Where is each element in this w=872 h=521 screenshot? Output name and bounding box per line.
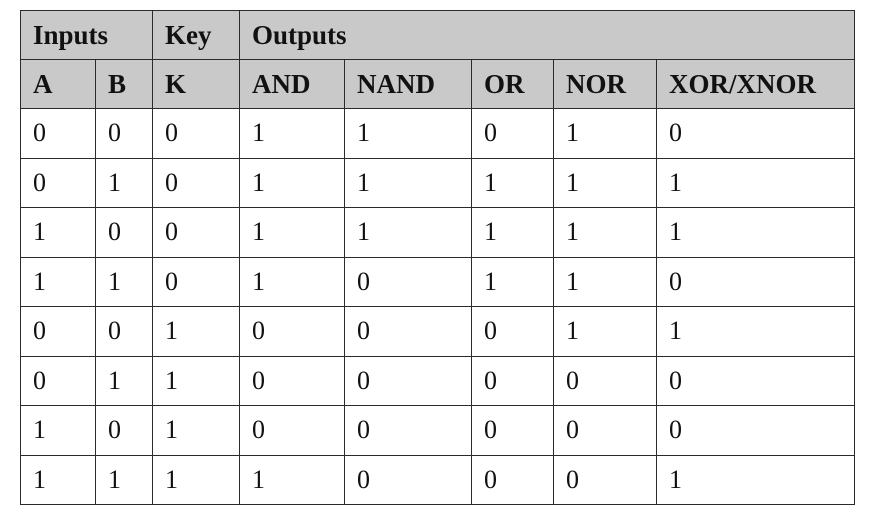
cell-k: 0 (152, 157, 240, 208)
group-header-inputs: Inputs (20, 10, 153, 60)
column-header-a: A (20, 59, 96, 109)
cell-nor: 1 (553, 306, 657, 357)
cell-k: 1 (152, 405, 240, 456)
cell-nor: 1 (553, 256, 657, 307)
cell-nor: 1 (553, 108, 657, 159)
cell-k: 0 (152, 108, 240, 159)
cell-a: 1 (20, 256, 96, 307)
cell-nor: 0 (553, 454, 657, 505)
cell-nand: 0 (344, 454, 472, 505)
cell-a: 1 (20, 454, 96, 505)
cell-xor-xnor: 1 (655, 157, 856, 208)
group-header-outputs: Outputs (238, 10, 856, 60)
cell-nor: 0 (553, 355, 657, 406)
column-header-xor-xnor: XOR/XNOR (655, 59, 856, 109)
cell-nor: 0 (553, 405, 657, 456)
cell-and: 1 (239, 157, 345, 208)
cell-and: 0 (239, 405, 345, 456)
cell-b: 0 (95, 207, 153, 258)
cell-or: 1 (471, 207, 554, 258)
column-header-nand: NAND (344, 59, 472, 109)
cell-nand: 1 (344, 157, 472, 208)
cell-and: 0 (239, 355, 345, 406)
cell-k: 0 (152, 256, 240, 307)
cell-or: 0 (471, 405, 554, 456)
cell-or: 1 (471, 157, 554, 208)
cell-xor-xnor: 1 (655, 207, 856, 258)
cell-xor-xnor: 1 (655, 306, 856, 357)
cell-nand: 1 (344, 207, 472, 258)
cell-or: 1 (471, 256, 554, 307)
cell-and: 1 (239, 207, 345, 258)
cell-nor: 1 (553, 207, 657, 258)
cell-nor: 1 (553, 157, 657, 208)
column-header-k: K (152, 59, 240, 109)
cell-xor-xnor: 0 (655, 108, 856, 159)
cell-k: 0 (152, 207, 240, 258)
cell-b: 0 (95, 306, 153, 357)
cell-nand: 0 (344, 256, 472, 307)
cell-a: 0 (20, 306, 96, 357)
cell-nand: 1 (344, 108, 472, 159)
cell-or: 0 (471, 355, 554, 406)
cell-and: 1 (239, 108, 345, 159)
cell-a: 0 (20, 108, 96, 159)
cell-a: 0 (20, 157, 96, 208)
cell-and: 0 (239, 306, 345, 357)
column-header-row: A B K AND NAND OR NOR XOR/XNOR (20, 59, 856, 109)
cell-or: 0 (471, 306, 554, 357)
cell-nand: 0 (344, 306, 472, 357)
cell-b: 1 (95, 256, 153, 307)
column-header-nor: NOR (553, 59, 657, 109)
cell-k: 1 (152, 355, 240, 406)
cell-or: 0 (471, 454, 554, 505)
truth-table: Inputs Key Outputs A B K AND NAND OR NOR… (20, 10, 856, 505)
cell-or: 0 (471, 108, 554, 159)
cell-b: 1 (95, 355, 153, 406)
cell-nand: 0 (344, 355, 472, 406)
cell-k: 1 (152, 306, 240, 357)
cell-xor-xnor: 1 (655, 454, 856, 505)
cell-k: 1 (152, 454, 240, 505)
cell-xor-xnor: 0 (655, 256, 856, 307)
group-header-key: Key (152, 10, 240, 60)
cell-xor-xnor: 0 (655, 355, 856, 406)
cell-a: 1 (20, 405, 96, 456)
column-header-b: B (95, 59, 153, 109)
cell-nand: 0 (344, 405, 472, 456)
cell-and: 1 (239, 454, 345, 505)
column-header-or: OR (471, 59, 554, 109)
cell-a: 0 (20, 355, 96, 406)
cell-b: 0 (95, 108, 153, 159)
cell-xor-xnor: 0 (655, 405, 856, 456)
group-header-row: Inputs Key Outputs (20, 10, 856, 60)
column-header-and: AND (239, 59, 345, 109)
cell-a: 1 (20, 207, 96, 258)
cell-b: 1 (95, 157, 153, 208)
cell-b: 0 (95, 405, 153, 456)
cell-b: 1 (95, 454, 153, 505)
cell-and: 1 (239, 256, 345, 307)
